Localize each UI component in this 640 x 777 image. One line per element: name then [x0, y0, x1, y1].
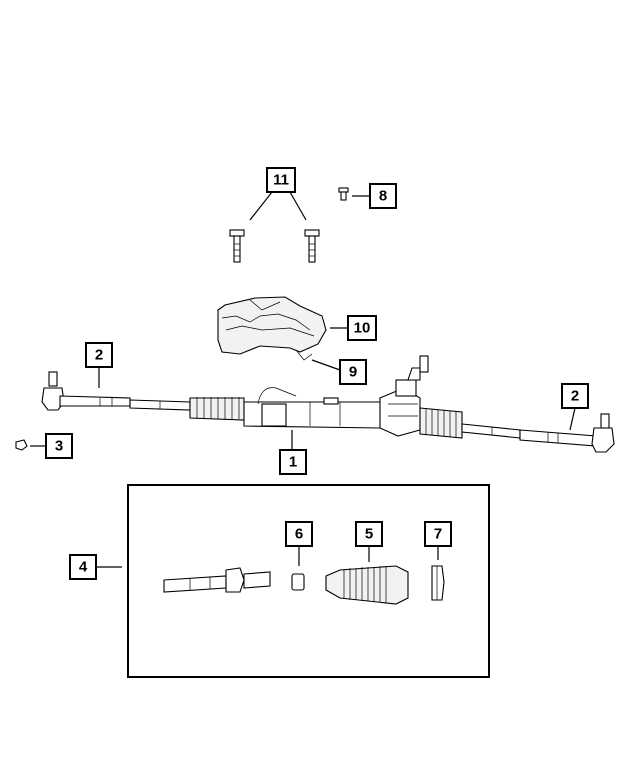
small-bolt[interactable]: [338, 187, 349, 201]
callout-8[interactable]: 8: [369, 183, 397, 209]
boot-clamp[interactable]: [291, 573, 305, 591]
svg-text:7: 7: [434, 526, 442, 543]
callout-10[interactable]: 10: [347, 315, 377, 341]
callout-7[interactable]: 7: [424, 521, 452, 547]
callout-6[interactable]: 6: [285, 521, 313, 547]
inner-tie-rod[interactable]: [163, 567, 271, 593]
steering-boot[interactable]: [325, 565, 409, 605]
svg-text:8: 8: [379, 188, 387, 205]
svg-text:5: 5: [365, 526, 373, 543]
svg-text:2: 2: [95, 347, 103, 364]
steering-rack-assembly[interactable]: [129, 355, 521, 439]
callout-1[interactable]: 1: [279, 449, 307, 475]
svg-text:10: 10: [354, 320, 371, 337]
mounting-bolt-left[interactable]: [229, 229, 245, 263]
svg-text:11: 11: [273, 172, 289, 189]
svg-text:2: 2: [571, 388, 579, 405]
seal-ring[interactable]: [431, 565, 445, 601]
tie-rod-end-left[interactable]: [41, 371, 131, 411]
tie-rod-nut[interactable]: [15, 439, 28, 451]
boot-kit-frame: [127, 484, 490, 678]
callout-11[interactable]: 11: [266, 167, 296, 193]
callout-2-right[interactable]: 2: [561, 383, 589, 409]
mounting-bolt-right[interactable]: [304, 229, 320, 263]
svg-text:3: 3: [55, 438, 63, 455]
tie-rod-end-right[interactable]: [519, 413, 615, 453]
callout-9[interactable]: 9: [339, 359, 367, 385]
callout-4[interactable]: 4: [69, 554, 97, 580]
svg-text:6: 6: [295, 526, 303, 543]
svg-text:4: 4: [79, 559, 88, 576]
callout-3[interactable]: 3: [45, 433, 73, 459]
svg-text:9: 9: [349, 364, 357, 381]
svg-text:1: 1: [289, 454, 297, 471]
callout-2-left[interactable]: 2: [85, 342, 113, 368]
callout-5[interactable]: 5: [355, 521, 383, 547]
heat-shield[interactable]: [217, 296, 327, 361]
